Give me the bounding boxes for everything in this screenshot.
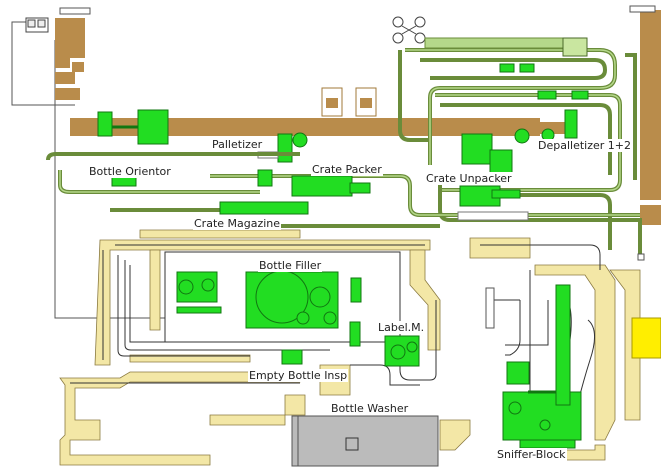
pallet-column-top: [55, 18, 85, 58]
crate-packer-machine: [291, 175, 353, 197]
pallet-column-right: [640, 10, 661, 200]
label-bottle-orientor: Bottle Orientor: [88, 165, 172, 178]
pallet-machine: [137, 109, 169, 145]
label-bottle-washer: Bottle Washer: [330, 402, 410, 415]
label-crate-magazine: Crate Magazine: [193, 217, 282, 230]
yellow-station: [631, 317, 661, 359]
crate-magazine-machine: [219, 201, 309, 215]
label-crate-packer: Crate Packer: [311, 163, 383, 176]
label-bottle-filler: Bottle Filler: [258, 259, 323, 272]
depalletizer-head: [562, 37, 588, 57]
depalletizer-machine: [461, 133, 493, 165]
label-sniffer-block: Sniffer-Block: [496, 448, 567, 461]
label-palletizer: Palletizer: [211, 138, 264, 151]
bottle-conveyor: [59, 229, 641, 466]
palletizer-arm: [292, 132, 308, 148]
label-empty-bottle-insp: Empty Bottle Insp: [248, 369, 349, 382]
label-label-m: Label.M.: [377, 321, 426, 334]
pallet-conveyor: [70, 118, 540, 136]
label-crate-unpacker: Crate Unpacker: [425, 172, 513, 185]
label-depalletizer: Depalletizer 1+2: [537, 139, 632, 152]
empty-bottle-inspector: [281, 349, 303, 365]
bottle-washer-machine: [295, 415, 439, 467]
fan-icon: [392, 16, 426, 44]
